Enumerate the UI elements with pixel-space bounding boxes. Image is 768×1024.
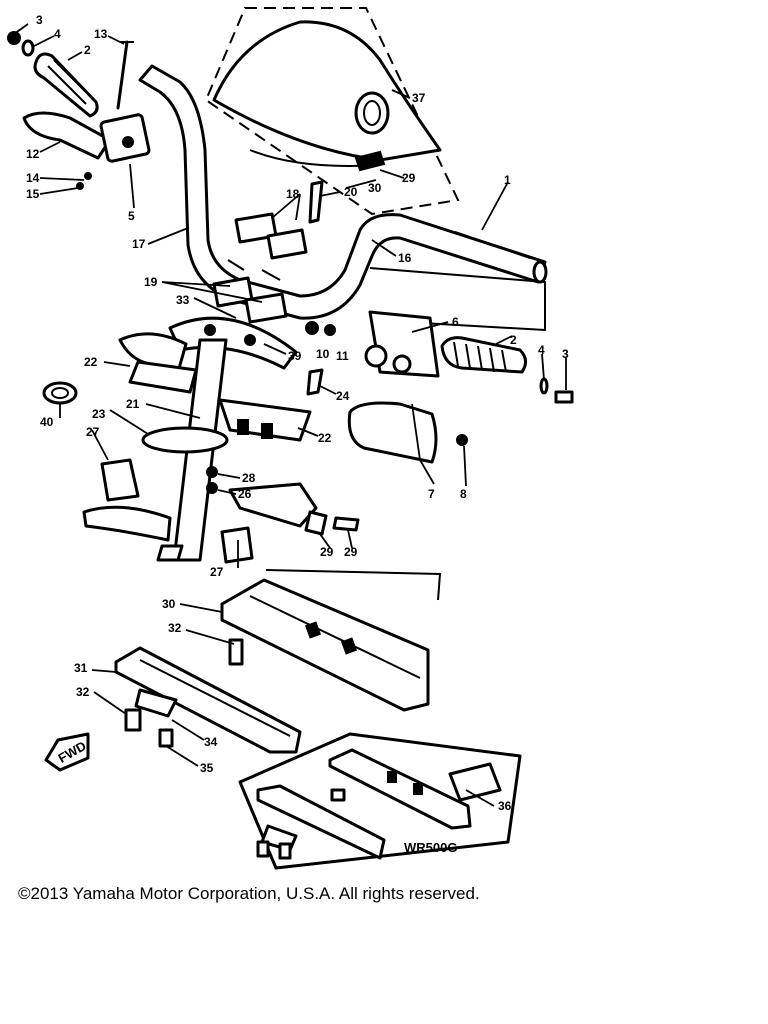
callout: 6 <box>452 315 459 329</box>
callout: 35 <box>200 761 214 775</box>
left-grip-assembly <box>7 31 151 190</box>
callout: 26 <box>238 487 252 501</box>
callout: 3 <box>36 13 43 27</box>
windshield <box>204 7 460 216</box>
callouts: 3 4 2 13 12 14 15 5 37 30 29 1 18 20 17 … <box>26 13 569 813</box>
leader-lines <box>13 23 567 807</box>
callout: 29 <box>320 545 334 559</box>
variant-box: WR500G <box>238 732 522 870</box>
callout: 12 <box>26 147 40 161</box>
callout: 11 <box>336 349 349 363</box>
forward-arrow: FWD <box>44 732 90 772</box>
bracket-lower <box>114 646 302 754</box>
callout: 19 <box>144 275 158 289</box>
callout: 37 <box>412 91 426 105</box>
copyright-notice: ©2013 Yamaha Motor Corporation, U.S.A. A… <box>18 884 480 903</box>
callout: 27 <box>86 425 100 439</box>
callout: 39 <box>288 349 302 363</box>
callout: 27 <box>210 565 224 579</box>
callout: 4 <box>54 27 61 41</box>
steering-column <box>42 316 312 562</box>
right-controls <box>305 267 574 464</box>
callout: 24 <box>336 389 350 403</box>
callout: 17 <box>132 237 146 251</box>
callout: 3 <box>562 347 569 361</box>
bracket-upper <box>220 578 430 712</box>
callout: 32 <box>76 685 90 699</box>
callout: 7 <box>428 487 435 501</box>
model-label: WR500G <box>404 840 457 855</box>
callout: 15 <box>26 187 40 201</box>
lower-column-parts <box>82 458 360 564</box>
callout: 4 <box>538 343 545 357</box>
callout: 32 <box>168 621 182 635</box>
callout: 2 <box>510 333 517 347</box>
callout: 33 <box>176 293 190 307</box>
callout: 14 <box>26 171 40 185</box>
callout: 31 <box>74 661 88 675</box>
callout: 22 <box>84 355 98 369</box>
callout: 34 <box>204 735 218 749</box>
callout: 40 <box>40 415 54 429</box>
exploded-parts-diagram: FWD WR500G <box>7 7 574 870</box>
handlebar <box>138 64 548 320</box>
callout: 22 <box>318 431 332 445</box>
callout: 23 <box>92 407 106 421</box>
callout: 8 <box>460 487 467 501</box>
callout: 13 <box>94 27 108 41</box>
callout: 18 <box>286 187 300 201</box>
callout: 28 <box>242 471 256 485</box>
callout: 1 <box>504 173 511 187</box>
callout: 10 <box>316 347 330 361</box>
callout: 30 <box>368 181 382 195</box>
callout: 30 <box>162 597 176 611</box>
callout: 16 <box>398 251 412 265</box>
callout: 2 <box>84 43 91 57</box>
callout: 20 <box>344 185 358 199</box>
callout: 29 <box>344 545 358 559</box>
callout: 21 <box>126 397 140 411</box>
callout: 36 <box>498 799 512 813</box>
callout: 5 <box>128 209 135 223</box>
callout: 29 <box>402 171 416 185</box>
